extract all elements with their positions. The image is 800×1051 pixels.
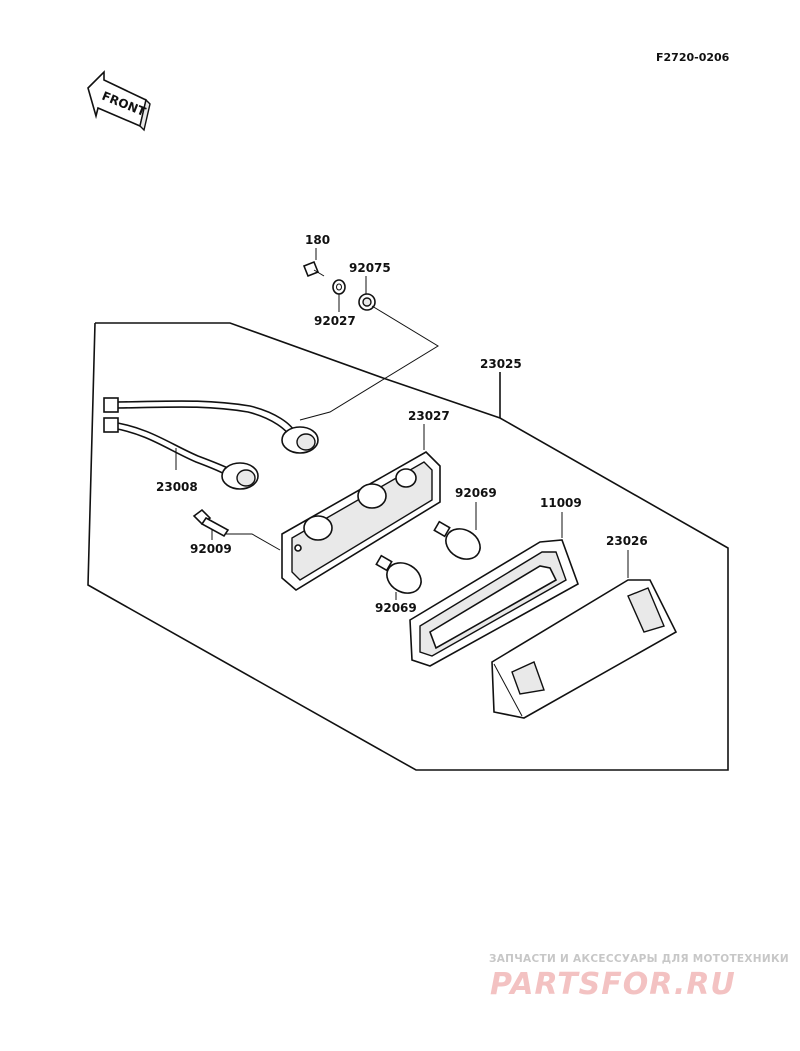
lens-frame-11009 <box>409 539 579 667</box>
wiring-harness-23008 <box>103 397 319 490</box>
lens-23026 <box>491 579 678 719</box>
label-92069-upper: 92069 <box>455 486 497 500</box>
label-11009: 11009 <box>540 496 582 510</box>
bolt-180-icon <box>302 260 325 278</box>
watermark-tagline: ЗАПЧАСТИ И АКСЕССУАРЫ ДЛЯ МОТОТЕХНИКИ <box>489 953 789 965</box>
watermark-brand: PARTSFOR.RU <box>490 967 736 1002</box>
front-arrow-icon: FRONT <box>87 70 151 132</box>
label-92009: 92009 <box>190 542 232 556</box>
diagram-code: F2720-0206 <box>656 51 730 64</box>
label-92075: 92075 <box>349 261 391 275</box>
label-23027: 23027 <box>408 409 450 423</box>
label-180: 180 <box>305 233 330 247</box>
collar-92027-icon <box>332 279 346 295</box>
bolt-92009-icon <box>192 508 230 538</box>
mount-guide-line <box>299 305 439 421</box>
label-23008: 23008 <box>156 480 198 494</box>
label-23026: 23026 <box>606 534 648 548</box>
leader-92009 <box>226 533 281 551</box>
assembly-outline <box>87 322 729 771</box>
grommet-92075-icon <box>358 293 376 311</box>
label-23025: 23025 <box>480 357 522 371</box>
lamp-housing-23027 <box>281 451 441 591</box>
bulb-92069-lower-icon <box>375 554 422 594</box>
label-92027: 92027 <box>314 314 356 328</box>
label-92069-lower: 92069 <box>375 601 417 615</box>
bulb-92069-upper-icon <box>433 520 481 560</box>
